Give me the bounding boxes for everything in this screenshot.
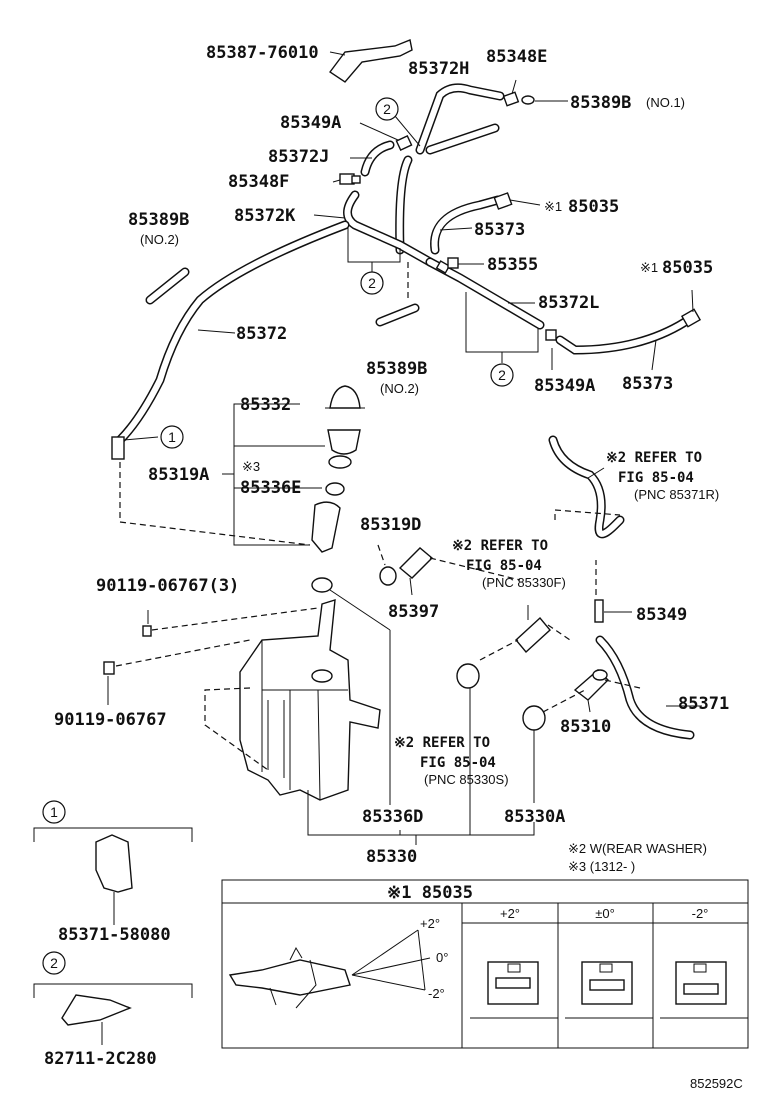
refer-85330s-line2: FIG 85-04: [420, 755, 496, 771]
label-85372h: 85372H: [408, 59, 469, 79]
label-82711-2c280: 82711-2C280: [44, 1049, 157, 1069]
refer-85371r-line1: ※2 REFER TO: [606, 450, 702, 466]
label-85336e: 85336E: [240, 478, 301, 498]
mark-3: ※3: [242, 459, 260, 474]
nozzle-view-plus2: [470, 961, 558, 1019]
label-no2-left: (NO.2): [140, 232, 179, 247]
mark-1-right: ※1: [640, 260, 658, 275]
label-85349a-top: 85349A: [280, 113, 341, 133]
label-85372k: 85372K: [234, 206, 296, 226]
angle-plus2: +2°: [420, 916, 440, 931]
label-85348e: 85348E: [486, 47, 547, 67]
callout-2-d: 2: [50, 955, 58, 971]
label-85319d: 85319D: [360, 515, 421, 535]
label-85349: 85349: [636, 605, 687, 625]
label-85387-76010: 85387-76010: [206, 43, 319, 63]
callout-2-b: 2: [498, 367, 506, 383]
callout-1-a: 1: [168, 429, 176, 445]
label-85372l: 85372L: [538, 293, 599, 313]
table-col-plus2: +2°: [500, 906, 520, 921]
table-col-minus2: -2°: [692, 906, 709, 921]
refer-85330f-line3: (PNC 85330F): [482, 575, 566, 590]
note-rear-washer: ※2 W(REAR WASHER): [568, 841, 707, 856]
label-85371: 85371: [678, 694, 729, 714]
bracket-85387: [328, 39, 413, 83]
label-85373-lower: 85373: [622, 374, 673, 394]
label-85389b-no1: 85389B: [570, 93, 631, 113]
label-85372j: 85372J: [268, 147, 329, 167]
angle-minus2: -2°: [428, 986, 445, 1001]
refer-85330s-line3: (PNC 85330S): [424, 772, 509, 787]
label-85372: 85372: [236, 324, 287, 344]
label-85035-upper: 85035: [568, 197, 619, 217]
label-85397: 85397: [388, 602, 439, 622]
refer-85330f-line2: FIG 85-04: [466, 558, 542, 574]
label-90119-06767: 90119-06767: [54, 710, 167, 730]
note-date: ※3 (1312- ): [568, 859, 635, 874]
label-no2-mid: (NO.2): [380, 381, 419, 396]
label-85349a-bottom: 85349A: [534, 376, 595, 396]
label-85389b-no2-left: 85389B: [128, 210, 189, 230]
nozzle-view-zero: [565, 961, 653, 1019]
label-85373-upper: 85373: [474, 220, 525, 240]
mark-1-upper: ※1: [544, 199, 562, 214]
label-85355: 85355: [487, 255, 538, 275]
callout-2-c: 2: [383, 101, 391, 117]
washer-tank: [239, 599, 381, 801]
label-85348f: 85348F: [228, 172, 289, 192]
label-85330a: 85330A: [504, 807, 565, 827]
label-85319a: 85319A: [148, 465, 209, 485]
callout-1-b: 1: [50, 804, 58, 820]
label-85332: 85332: [240, 395, 291, 415]
label-85389b-no2-mid: 85389B: [366, 359, 427, 379]
refer-85330f-line1: ※2 REFER TO: [452, 538, 548, 554]
label-85035-right: 85035: [662, 258, 713, 278]
table-col-zero: ±0°: [595, 906, 615, 921]
figure-code: 852592C: [690, 1076, 743, 1091]
nozzle-view-minus2: [660, 961, 748, 1019]
refer-85330s-line1: ※2 REFER TO: [394, 735, 490, 751]
angle-zero: 0°: [436, 950, 448, 965]
refer-85371r-line3: (PNC 85371R): [634, 487, 719, 502]
label-85371-58080: 85371-58080: [58, 925, 171, 945]
label-85330: 85330: [366, 847, 417, 867]
label-85310: 85310: [560, 717, 611, 737]
callout-2-a: 2: [368, 275, 376, 291]
label-90119-06767-3: 90119-06767(3): [96, 576, 239, 596]
nozzle-angle-table: [221, 879, 749, 1049]
label-85336d: 85336D: [362, 807, 423, 827]
refer-85371r-line2: FIG 85-04: [618, 470, 694, 486]
label-no1: (NO.1): [646, 95, 685, 110]
table-title: ※1 85035: [387, 883, 473, 903]
